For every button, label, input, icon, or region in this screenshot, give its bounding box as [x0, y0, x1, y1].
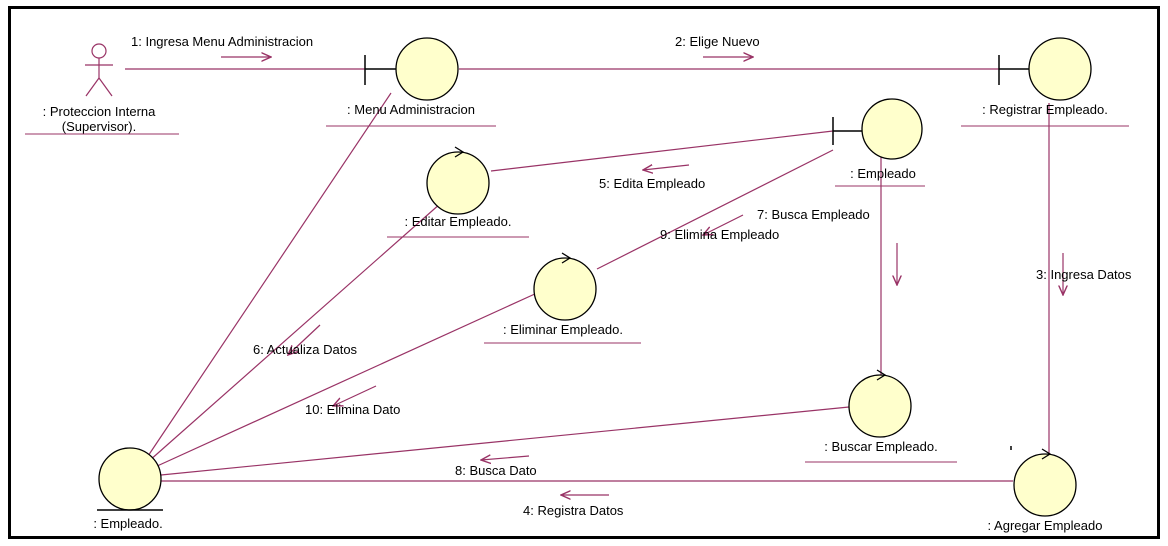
message-label-m7: 7: Busca Empleado — [757, 207, 870, 222]
control-buscar-empleado[interactable]: : Buscar Empleado. — [805, 369, 957, 463]
message-label-m2: 2: Elige Nuevo — [675, 34, 760, 49]
diagram-frame: : Proteccion Interna (Supervisor). : Men… — [8, 6, 1160, 539]
boundary-registrar-empleado[interactable]: : Registrar Empleado. — [961, 37, 1129, 127]
link-eliminar-empleado — [154, 292, 538, 468]
control-circle — [426, 151, 490, 215]
message-labels: 1: Ingresa Menu Administracion 2: Elige … — [131, 34, 1132, 518]
agregar-empleado-label: : Agregar Empleado — [988, 518, 1103, 533]
control-arrowhead — [1041, 448, 1052, 460]
boundary-empleado[interactable]: : Empleado — [832, 98, 925, 187]
actor-proteccion-interna[interactable]: : Proteccion Interna (Supervisor). — [25, 43, 179, 135]
message-label-m10: 10: Elimina Dato — [305, 402, 400, 417]
collaboration-diagram: : Proteccion Interna (Supervisor). : Men… — [25, 34, 1132, 536]
arrow-m8 — [481, 456, 530, 460]
eliminar-empleado-label: : Eliminar Empleado. — [503, 322, 623, 337]
arrow-m10 — [333, 385, 377, 406]
buscar-empleado-label: : Buscar Empleado. — [824, 439, 937, 454]
boundary-menu-administracion[interactable]: : Menu Administracion — [326, 37, 496, 127]
registrar-empleado-label: : Registrar Empleado. — [982, 102, 1108, 117]
arrow-m5 — [643, 165, 690, 170]
boundary-circle — [861, 98, 923, 160]
message-arrows — [221, 57, 1063, 495]
message-label-m6: 6: Actualiza Datos — [253, 342, 358, 357]
entity-circle — [98, 447, 162, 511]
control-circle — [533, 257, 597, 321]
message-label-m4: 4: Registra Datos — [523, 503, 624, 518]
empleado-entity-label: : Empleado. — [93, 516, 162, 531]
boundary-circle — [395, 37, 459, 101]
links — [125, 68, 1050, 482]
actor-name-line1: : Proteccion Interna — [43, 104, 156, 119]
actor-icon — [85, 43, 113, 97]
control-circle — [1013, 453, 1077, 517]
control-circle — [848, 374, 912, 438]
message-label-m9: 9: Elimina Empleado — [660, 227, 779, 242]
entity-empleado[interactable]: : Empleado. — [81, 447, 175, 536]
arrow-m9 — [703, 214, 744, 235]
arrow-m6 — [288, 324, 321, 355]
boundary-circle — [1028, 37, 1092, 101]
control-agregar-empleado[interactable]: : Agregar Empleado — [969, 446, 1119, 536]
control-editar-empleado[interactable]: : Editar Empleado. — [387, 146, 529, 238]
message-label-m8: 8: Busca Dato — [455, 463, 537, 478]
control-arrowhead — [454, 146, 465, 158]
control-arrowhead — [561, 252, 572, 264]
menu-administracion-label: : Menu Administracion — [347, 102, 475, 117]
link-editar-empleado — [148, 202, 442, 462]
control-arrowhead — [876, 369, 887, 381]
message-label-m5: 5: Edita Empleado — [599, 176, 705, 191]
actor-name-line2: (Supervisor). — [62, 119, 136, 134]
empleado-boundary-label: : Empleado — [850, 166, 916, 181]
link-buscar-empleado — [160, 406, 850, 476]
link-menu-empleado — [145, 92, 392, 460]
message-label-m3: 3: Ingresa Datos — [1036, 267, 1132, 282]
editar-empleado-label: : Editar Empleado. — [405, 214, 512, 229]
link-boundary-editar — [490, 130, 834, 172]
control-eliminar-empleado[interactable]: : Eliminar Empleado. — [484, 252, 641, 344]
message-label-m1: 1: Ingresa Menu Administracion — [131, 34, 313, 49]
link-boundary-eliminar — [596, 149, 834, 270]
